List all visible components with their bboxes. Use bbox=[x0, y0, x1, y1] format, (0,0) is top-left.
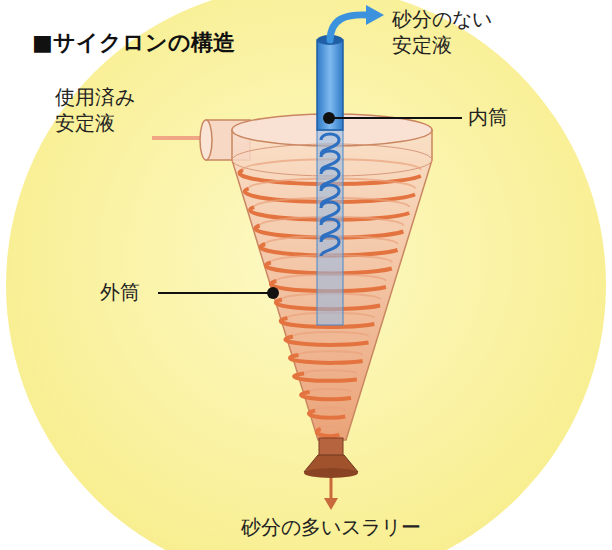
spiral-front bbox=[290, 355, 363, 363]
outlet-neck bbox=[319, 438, 343, 456]
outlet-label: 砂分のない 安定液 bbox=[392, 6, 504, 58]
arrow-head bbox=[324, 498, 338, 510]
spiral-front bbox=[309, 411, 345, 418]
inner-spiral bbox=[321, 134, 339, 256]
diagram-title: ■サイクロンの構造 bbox=[32, 28, 235, 58]
spiral-back bbox=[310, 389, 351, 392]
leader-dot bbox=[267, 287, 279, 299]
spiral-front bbox=[301, 392, 351, 399]
inlet-opening bbox=[200, 120, 212, 160]
inlet-label: 使用済み 安定液 bbox=[55, 84, 147, 136]
leader-dot bbox=[323, 112, 335, 124]
spiral-back bbox=[315, 408, 345, 411]
spiral-front bbox=[294, 374, 357, 381]
part-label: 内筒 bbox=[468, 104, 548, 130]
inner-tube bbox=[317, 40, 343, 130]
spiral-back bbox=[293, 332, 369, 337]
slurry-outflow-line bbox=[330, 478, 333, 500]
spiral-front bbox=[317, 429, 340, 436]
outlet-rim bbox=[304, 468, 358, 478]
spiral-back bbox=[304, 370, 357, 373]
outer-cylinder bbox=[232, 130, 432, 440]
background-circle bbox=[6, 0, 606, 550]
clean-outflow-arrow bbox=[330, 15, 368, 40]
outlet-label: 砂分の多いスラリー bbox=[150, 514, 512, 540]
spiral-front bbox=[285, 337, 368, 345]
part-label: 外筒 bbox=[100, 279, 156, 305]
inlet-flow-line bbox=[152, 136, 206, 140]
leader-line bbox=[158, 292, 273, 294]
inner-spiral-turn bbox=[321, 236, 339, 256]
spiral-back bbox=[321, 426, 340, 429]
arrow-head bbox=[366, 5, 384, 25]
inner-tube-lower bbox=[317, 130, 343, 325]
leader-line bbox=[329, 117, 462, 119]
spiral-back bbox=[299, 351, 363, 355]
